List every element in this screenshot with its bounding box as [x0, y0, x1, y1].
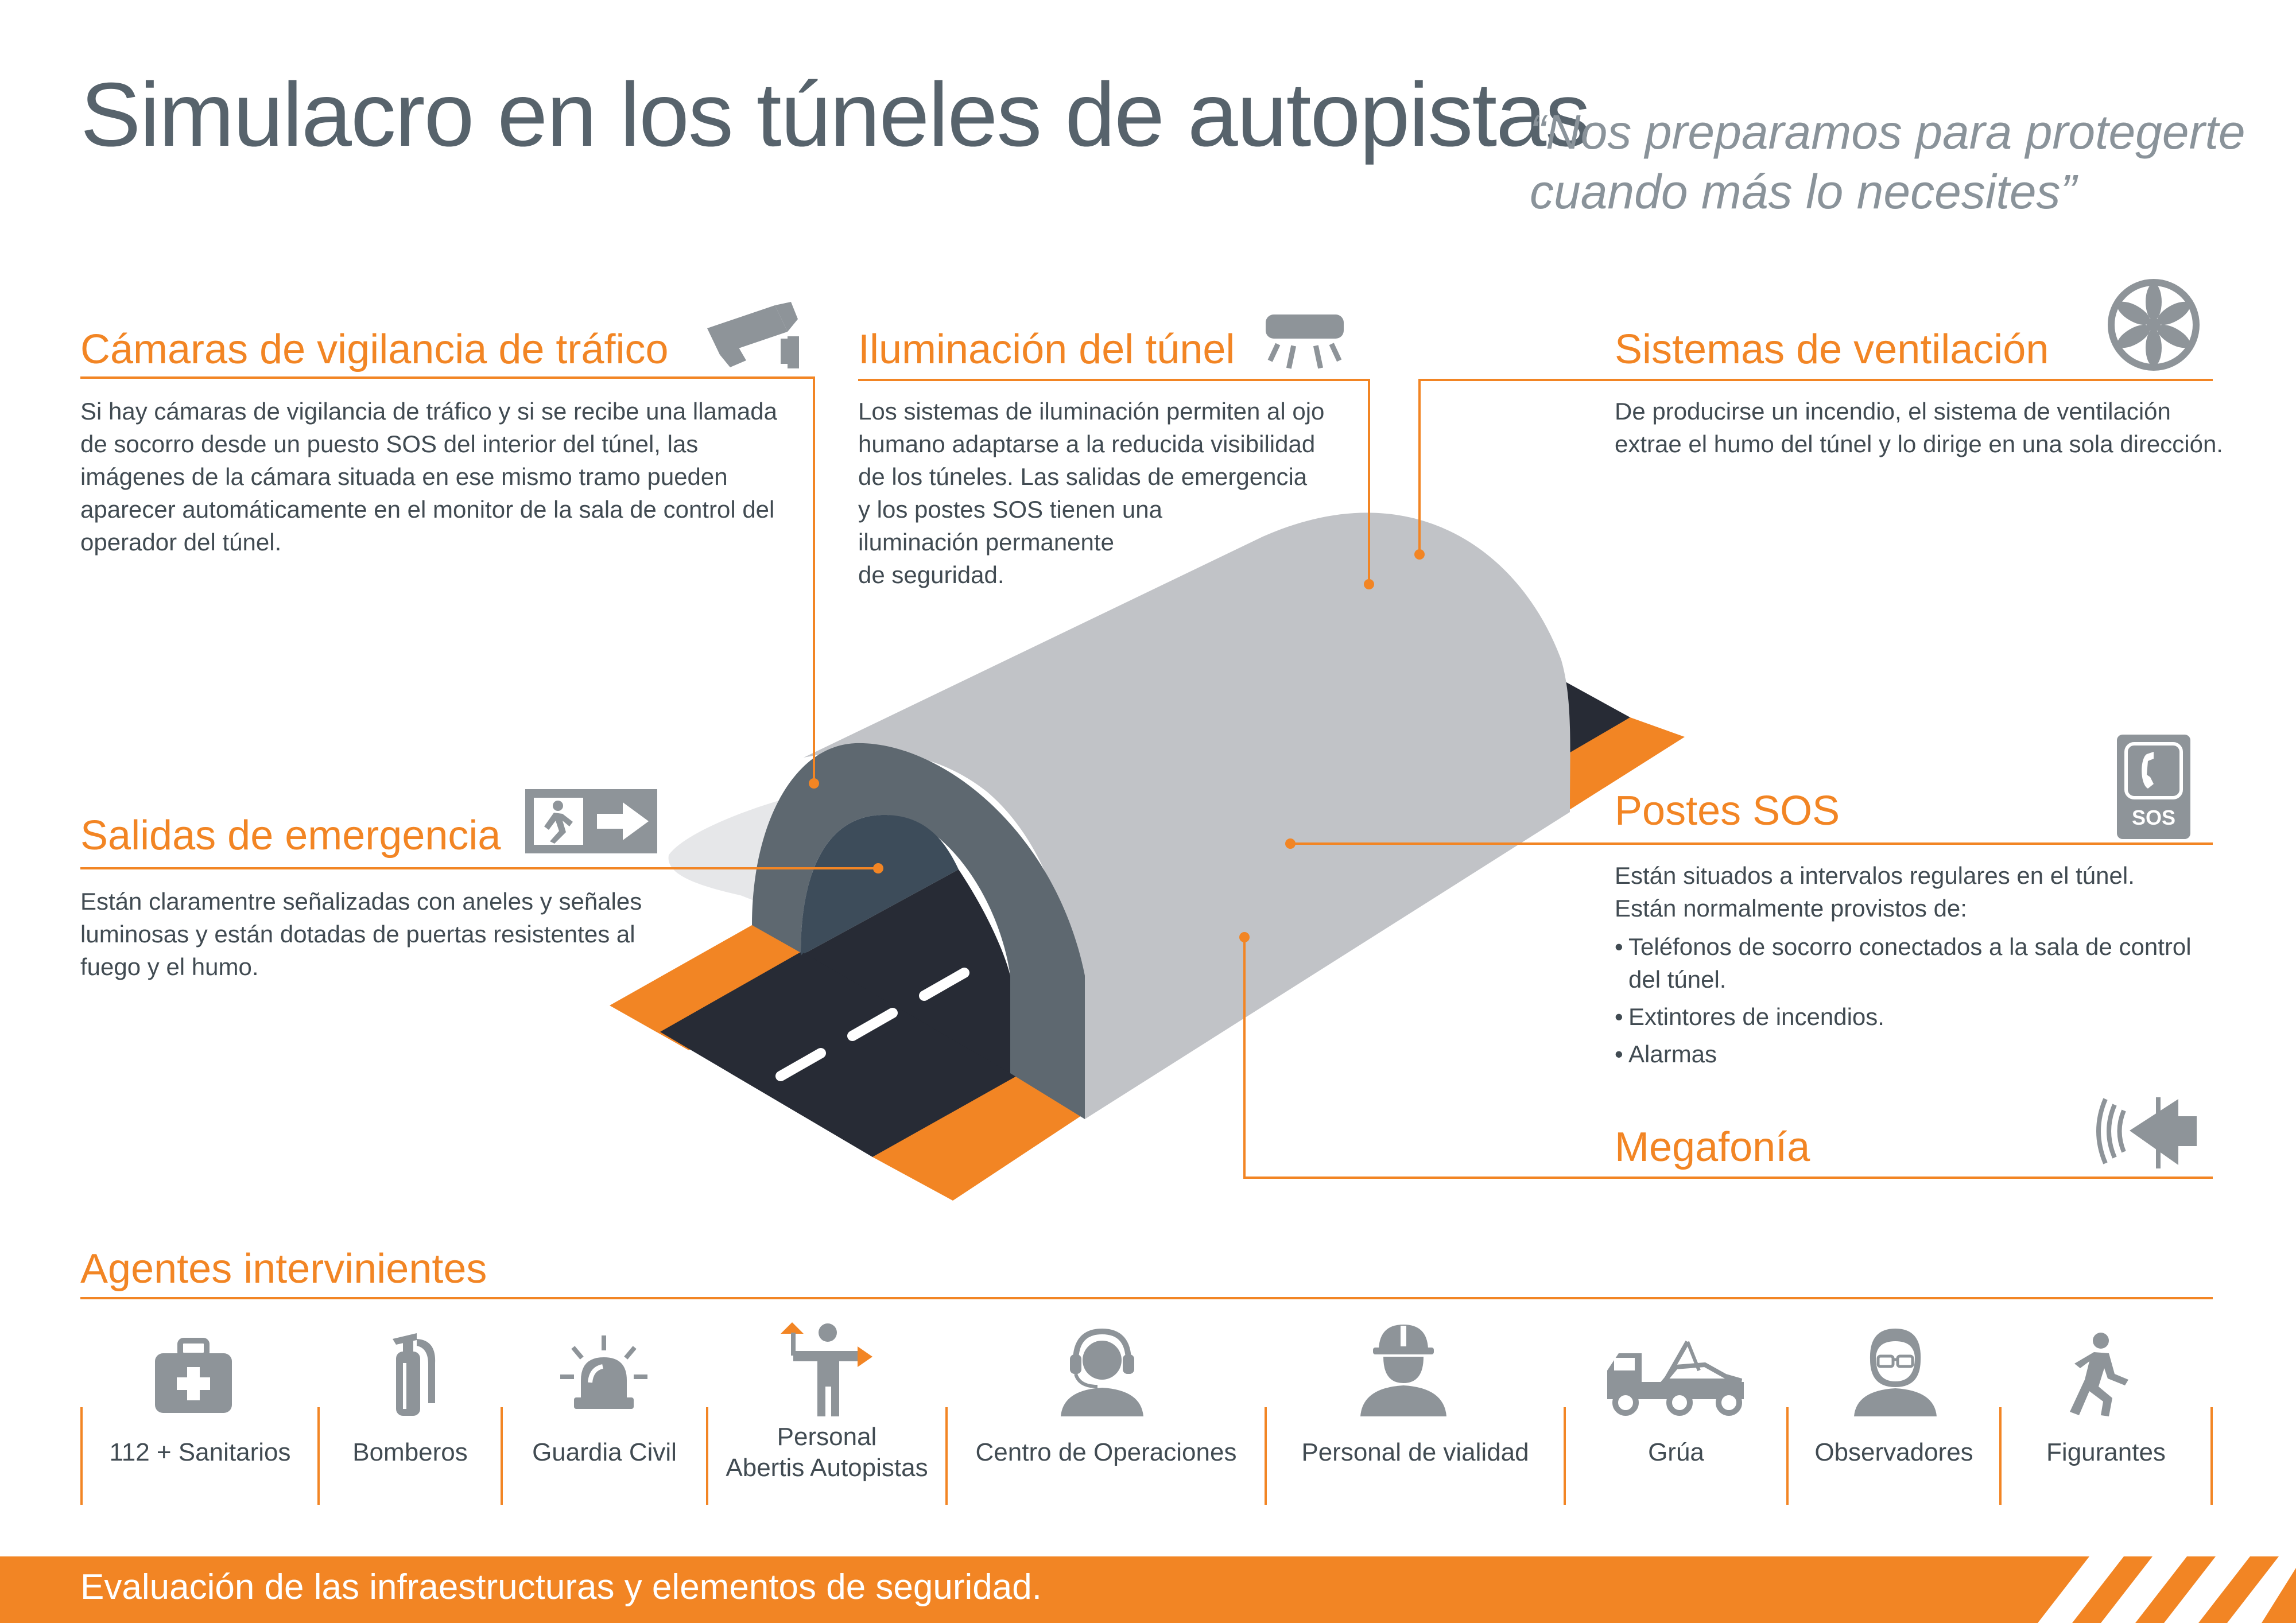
agent-label-guardia-civil: Guardia Civil: [532, 1438, 677, 1466]
sos-post-icon: [2117, 735, 2190, 839]
agent-divider: [2210, 1407, 2213, 1505]
agent-label-line: Abertis Autopistas: [726, 1454, 928, 1482]
ventilation-title: Sistemas de ventilación: [1615, 327, 2049, 372]
agent-label-centro-operaciones: Centro de Operaciones: [975, 1438, 1237, 1466]
lighting-body-line: iluminación permanente: [858, 529, 1114, 556]
lane-dash: [919, 968, 969, 1001]
road-near-orange-left: [610, 925, 832, 1050]
agent-divider: [1265, 1407, 1267, 1505]
agent-label-grua: Grúa: [1648, 1438, 1704, 1466]
fire-extinguisher-icon: [393, 1333, 436, 1416]
agent-label-observadores: Observadores: [1814, 1438, 1973, 1466]
sos-body-line: Están normalmente provistos de:: [1615, 895, 1967, 922]
connector-dot: [1239, 932, 1250, 942]
page-title: Simulacro en los túneles de autopistas: [80, 64, 1591, 165]
connector-megafonia: [1243, 937, 2213, 1179]
agent-label-bomberos: Bomberos: [352, 1438, 468, 1466]
tunnel-inner-road: [801, 869, 1010, 1073]
agent-divider: [317, 1407, 320, 1505]
traffic-worker-icon: [781, 1322, 872, 1416]
exits-title: Salidas de emergencia: [80, 813, 501, 859]
lighting-body-line: de los túneles. Las salidas de emergenci…: [858, 463, 1308, 490]
road-far-orange: [1561, 717, 1685, 815]
lighting-body-line: Los sistemas de iluminación permiten al …: [858, 398, 1325, 425]
first-aid-kit-icon: [155, 1338, 232, 1413]
cameras-title: Cámaras de vigilancia de tráfico: [80, 327, 669, 372]
megaphone-icon: [2096, 1097, 2197, 1168]
agent-divider: [501, 1407, 503, 1505]
agent-divider: [706, 1407, 708, 1505]
ventilation-body-line: extrae el humo del túnel y lo dirige en …: [1615, 430, 2223, 457]
list-item: Teléfonos de socorro conectados a la sal…: [1615, 930, 2223, 996]
lane-dash: [775, 1048, 826, 1081]
road-near-orange-right: [872, 1071, 1085, 1201]
cameras-body: Si hay cámaras de vigilancia de tráfico …: [80, 398, 777, 556]
tow-truck-icon: [1607, 1341, 1744, 1416]
ventilation-body: De producirse un incendio, el sistema de…: [1615, 395, 2246, 460]
connector-dot: [1364, 579, 1374, 589]
emergency-exit-sign-icon: [525, 789, 657, 853]
sos-body: Están situados a intervalos regulares en…: [1615, 859, 2223, 1075]
agent-divider: [80, 1407, 83, 1505]
agents-title-rule: [80, 1297, 2213, 1299]
footer-stripes: [2038, 1556, 2296, 1623]
road-near-asphalt: [660, 950, 1022, 1157]
agent-label-abertis: Personal Abertis Autopistas: [708, 1400, 945, 1505]
list-item: Extintores de incendios.: [1615, 1000, 2223, 1033]
ventilation-body-line: De producirse un incendio, el sistema de…: [1615, 398, 2171, 425]
connector-dot: [809, 778, 819, 789]
tunnel-body: [804, 512, 1570, 1119]
tagline-line-1: “Nos preparamos para protegerte: [1530, 105, 2245, 159]
agent-label-vialidad: Personal de vialidad: [1301, 1438, 1529, 1466]
tagline-line-2: cuando más lo necesites”: [1530, 165, 2077, 219]
connector-cameras: [644, 376, 815, 783]
connector-dot: [1414, 549, 1425, 560]
list-item: Alarmas: [1615, 1038, 2223, 1070]
connector-lighting: [858, 379, 1370, 584]
connector-ventilation: [1418, 379, 2213, 554]
connector-dot: [1285, 838, 1296, 849]
tunnel-mouth: [801, 815, 959, 956]
exits-body: Están claramentre señalizadas con aneles…: [80, 888, 642, 980]
agent-label-sanitarios: 112 + Sanitarios: [109, 1438, 291, 1466]
sos-body-line: Están situados a intervalos regulares en…: [1615, 862, 2135, 889]
agent-divider: [1999, 1407, 2002, 1505]
siren-light-icon: [560, 1335, 647, 1409]
tagline: “Nos preparamos para protegerte cuando m…: [1530, 102, 2276, 222]
lighting-body-line: de seguridad.: [858, 561, 1004, 588]
footer-text: Evaluación de las infraestructuras y ele…: [80, 1567, 1042, 1607]
hardhat-worker-icon: [1360, 1325, 1446, 1416]
sos-badge-label: SOS: [2131, 806, 2176, 829]
agent-label-line: Personal: [777, 1423, 877, 1451]
ceiling-light-icon: [1266, 314, 1344, 369]
ventilation-fan-icon: [2108, 279, 2200, 371]
sos-title: Postes SOS: [1615, 788, 1840, 834]
lighting-title: Iluminación del túnel: [858, 327, 1235, 372]
sos-equipment-list: Teléfonos de socorro conectados a la sal…: [1615, 930, 2223, 1070]
connector-dot: [873, 863, 883, 873]
agent-divider: [945, 1407, 948, 1505]
megafonia-title: Megafonía: [1615, 1124, 1810, 1170]
headset-operator-icon: [1061, 1328, 1143, 1416]
agent-divider: [1786, 1407, 1789, 1505]
running-person-icon: [2070, 1333, 2128, 1416]
lighting-body-line: y los postes SOS tienen una: [858, 496, 1162, 523]
observer-glasses-icon: [1854, 1329, 1937, 1416]
footer-bar: [0, 1556, 2296, 1623]
lighting-body-line: humano adaptarse a la reducida visibilid…: [858, 430, 1316, 457]
lighting-body: Los sistemas de iluminación permiten al …: [858, 395, 1375, 591]
agent-label-figurantes: Figurantes: [2046, 1438, 2166, 1466]
agents-title: Agentes intervinientes: [80, 1246, 487, 1292]
cameras-title-rule: [80, 376, 644, 379]
camera-icon: [707, 302, 799, 368]
lane-dash: [847, 1008, 898, 1041]
tunnel-portal: [752, 743, 1085, 1119]
agent-divider: [1564, 1407, 1566, 1505]
